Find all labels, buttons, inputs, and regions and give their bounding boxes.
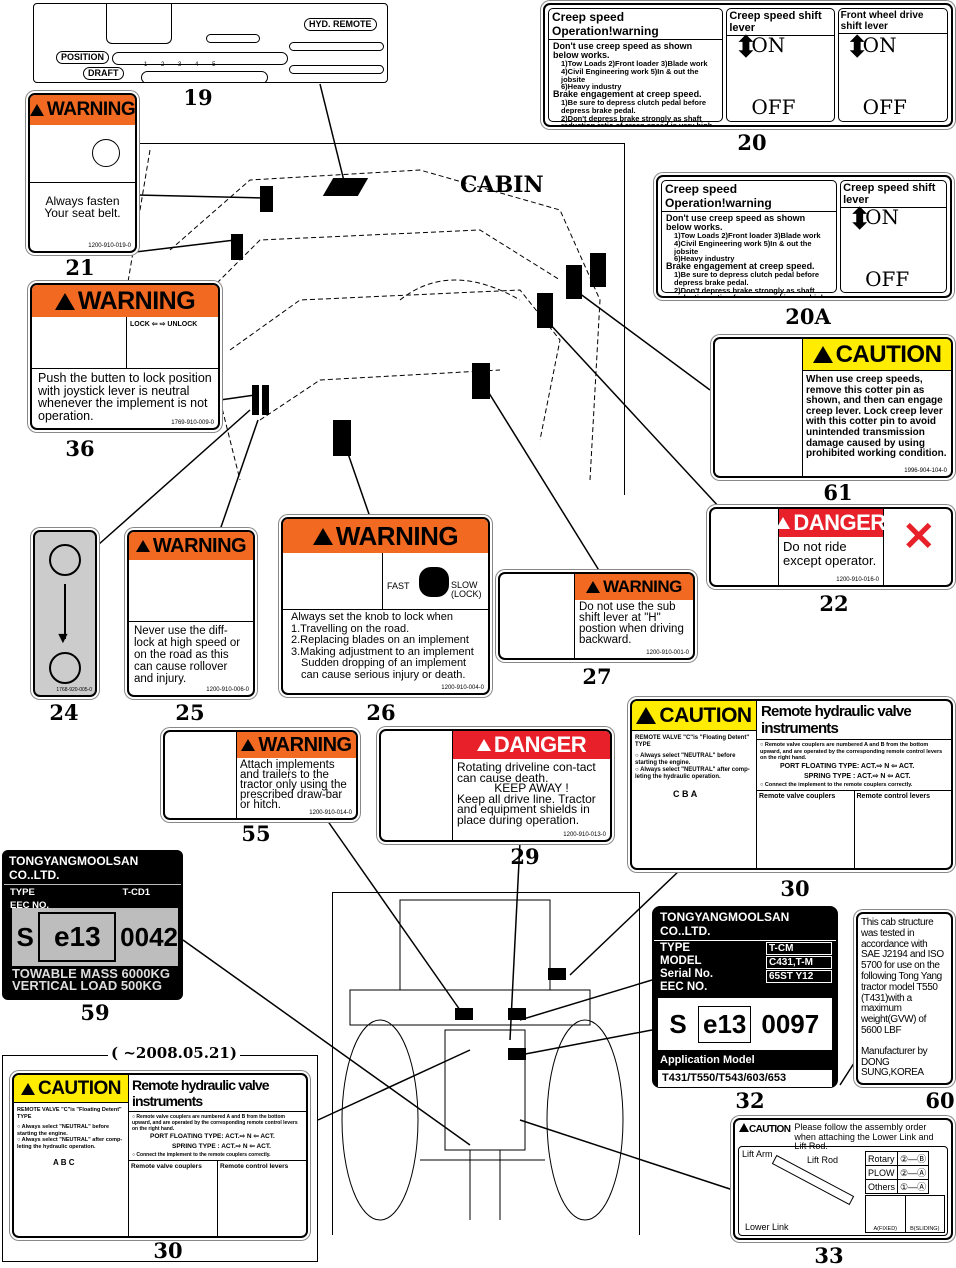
rollover-seatbelt-icon [30, 125, 135, 183]
decal-22-no-rider-danger: DANGER Do not ride except operator. 1200… [709, 507, 953, 587]
item-number: 55 [241, 821, 271, 846]
warning-triangle-icon [54, 292, 75, 310]
item-number: 19 [183, 85, 213, 110]
decal-29-driveline-danger: DANGER Rotating driveline con-tact can c… [379, 729, 612, 842]
decal-61-creep-caution: CAUTION When use creep speeds, remove th… [713, 337, 953, 478]
item-number: 20A [785, 304, 831, 329]
decal-30-remote-hydraulic: CAUTION REMOTE VALVE "C"is "Floating Det… [630, 699, 953, 870]
caution-triangle-icon [739, 1123, 749, 1132]
item-number: 20 [737, 130, 767, 155]
item-number: 29 [510, 844, 540, 869]
version-date: ( ~2008.05.21) [108, 1044, 240, 1062]
caution-label: CAUTION [739, 1123, 791, 1135]
caution-triangle-icon [20, 1082, 35, 1095]
decal-36-joystick-warning: WARNING LOCK ⇦ ⇨ UNLOCK Push the butten … [30, 283, 220, 430]
rollover-difflock-icon [129, 560, 253, 622]
tractor-tip-icon [165, 732, 237, 818]
warning-triangle-icon [586, 581, 601, 593]
draft-scale: 1 2 3 4 5 [144, 62, 216, 68]
entanglement-icon [381, 731, 453, 840]
crush-hazard-icon [283, 553, 383, 609]
decal-55-hitch-warning: WARNING Attach implements and trailers t… [163, 730, 358, 820]
hyd-remote-label: HYD. REMOTE [304, 18, 377, 31]
decal-20a-creep-speed: Creep speed Operation!warning Don't use … [656, 175, 952, 298]
tractor-backward-icon [500, 574, 575, 658]
decal-33-lower-link-caution: CAUTION Please follow the assembly order… [733, 1118, 953, 1240]
decal-19-hydraulic-panel: HYD. REMOTE POSITION DRAFT 1 2 3 4 5 [33, 3, 388, 83]
warning-triangle-icon [312, 527, 333, 545]
warning-triangle-icon [30, 104, 44, 116]
diff-lock-icon [49, 652, 81, 684]
item-number: 25 [175, 700, 205, 725]
caution-triangle-icon [636, 707, 657, 724]
item-number: 30 [780, 876, 810, 901]
cabin-title: CABIN [460, 172, 544, 198]
item-number: 26 [366, 700, 396, 725]
tractor-rider-icon [711, 509, 779, 585]
item-number: 59 [80, 1000, 110, 1025]
item-number: 21 [65, 255, 95, 280]
tractor-rear-drawing [341, 899, 624, 1221]
decal-30-remote-hydraulic-old: CAUTION REMOTE VALVE "C"is "Floating Det… [12, 1073, 308, 1238]
decal-20-creep-speed: Creep speed Operation!warning Don't use … [543, 3, 953, 127]
cabin-drawing-frame [108, 143, 625, 495]
item-number: 33 [814, 1243, 844, 1268]
warning-triangle-icon [241, 739, 256, 751]
item-number: 24 [49, 700, 79, 725]
crush-hazard-icon [32, 317, 127, 368]
cotter-pin-lever-icon [715, 339, 803, 476]
decal-60-cab-certification: This cab structure was tested in accorda… [856, 912, 953, 1085]
item-number: 30 [153, 1238, 183, 1263]
decal-25-diff-lock-warning: WARNING Never use the diff-lock at high … [127, 530, 255, 697]
creep-shift-title: Creep speed shift lever [727, 9, 834, 36]
position-label: POSITION [56, 51, 110, 64]
item-number: 32 [735, 1088, 765, 1113]
danger-triangle-icon [776, 517, 791, 529]
decal-27-sub-shift-warning: WARNING Do not use the sub shift lever a… [498, 572, 695, 660]
decal-21-seat-belt-warning: WARNING Always fasten Your seat belt. 12… [28, 93, 137, 253]
item-number: 36 [65, 436, 95, 461]
front-wheel-drive-title: Front wheel drive shift lever [838, 9, 947, 34]
creep-title: Creep speed Operation!warning [549, 9, 723, 40]
caution-triangle-icon [812, 346, 833, 363]
item-number: 61 [823, 480, 853, 505]
tractor-drawing-frame [332, 892, 640, 1235]
warning-triangle-icon [135, 540, 150, 552]
knob-icon [419, 567, 449, 597]
diff-lock-icon [49, 544, 81, 576]
danger-triangle-icon [476, 739, 491, 751]
decal-24-diff-lock: ▼ 1768-920-005-0 [33, 530, 97, 697]
item-number: 60 [925, 1088, 955, 1113]
application-model-value: T431/T550/T543/603/653 [658, 1070, 832, 1087]
draft-label: DRAFT [83, 67, 124, 80]
item-number: 22 [819, 591, 849, 616]
item-number: 27 [582, 664, 612, 689]
no-passenger-icon: ✕ [902, 515, 936, 559]
